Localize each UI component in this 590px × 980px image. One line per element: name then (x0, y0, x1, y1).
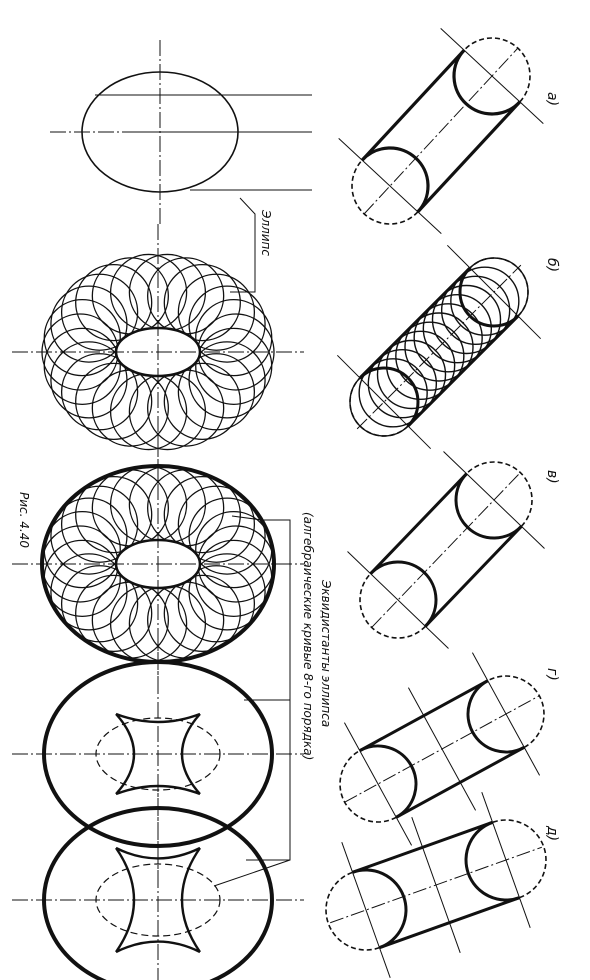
center-line (440, 28, 544, 124)
cylinder-axis (371, 472, 521, 628)
swept-circle (147, 469, 225, 547)
swept-circle (163, 362, 241, 441)
cylinder-end (466, 679, 525, 754)
swept-circle (75, 263, 153, 342)
cylinder-axis (356, 264, 522, 430)
swept-sphere (376, 339, 447, 410)
center-line (343, 722, 413, 846)
cylinder-end-hidden (325, 871, 380, 951)
cylinder (325, 792, 547, 978)
swept-circle (75, 362, 153, 441)
swept-circle (60, 353, 139, 431)
center-line (446, 244, 542, 340)
swept-circle (195, 510, 273, 589)
swept-circle (177, 485, 256, 563)
cylinder (338, 28, 544, 234)
swept-sphere (367, 348, 438, 419)
swept-sphere (431, 284, 502, 355)
cylinder-end (464, 820, 520, 902)
equidistant-leader (231, 515, 263, 521)
equidistant-label-line2: (алгебраические кривые 8-го порядка) (301, 512, 315, 760)
panel-label-v: в) (544, 470, 560, 484)
swept-sphere (422, 293, 493, 364)
cylinder-end-hidden (351, 159, 419, 225)
swept-circle (163, 475, 241, 554)
swept-torus-b (12, 224, 304, 480)
panel-label-b: б) (544, 258, 560, 272)
swept-circle (147, 369, 225, 447)
outlined-torus-g (12, 630, 304, 878)
center-line (481, 792, 531, 928)
panel-label-a: а) (544, 92, 560, 106)
equidistant-leader (246, 519, 291, 861)
swept-circle (75, 475, 153, 554)
cylinder-end-hidden (359, 573, 426, 639)
ellipse-label: Эллипс (259, 209, 273, 256)
swept-circle (43, 510, 121, 589)
swept-circle (188, 285, 266, 363)
swept-circle (91, 469, 169, 547)
cylinder-side (416, 100, 522, 213)
cylinder-row (325, 28, 547, 978)
cylinder-end (352, 868, 408, 950)
cylinder-end-hidden (463, 37, 531, 103)
swept-sphere (349, 367, 419, 437)
swept-circle (50, 341, 128, 419)
equidistant-leader (213, 859, 291, 887)
cylinder-side (424, 525, 523, 628)
cylinder-end (359, 744, 418, 819)
figure-caption: Рис. 4.40 (17, 492, 31, 548)
ellipse-leader (230, 197, 256, 293)
swept-torus-v (12, 436, 304, 692)
center-line (336, 354, 432, 450)
swept-circle (195, 327, 273, 406)
swept-circle (60, 565, 139, 643)
cylinder (336, 244, 542, 450)
center-line (341, 842, 391, 978)
cylinder-side (360, 49, 466, 162)
cylinder (347, 451, 545, 649)
swept-circle (147, 581, 225, 659)
swept-circle (188, 497, 266, 575)
cylinder-end (454, 472, 523, 540)
swept-circle (91, 257, 169, 335)
swept-sphere (395, 321, 465, 391)
swept-circle (50, 553, 128, 631)
swept-sphere (413, 303, 483, 373)
swept-sphere (440, 275, 511, 346)
swept-sphere (385, 330, 456, 401)
leader-lines (95, 94, 312, 887)
swept-sphere (450, 266, 520, 336)
equidistant-label-line1: Эквидистанты эллипса (319, 579, 333, 727)
swept-circle (163, 574, 241, 653)
cylinder-end-hidden (492, 819, 547, 899)
center-line (471, 652, 541, 776)
swept-sphere (358, 358, 428, 428)
cylinder-end-hidden (466, 461, 533, 527)
swept-circle (75, 574, 153, 653)
center-line (443, 451, 545, 549)
outlined-torus-d (12, 776, 304, 980)
cylinder-end-hidden (487, 675, 545, 749)
center-line (407, 687, 477, 811)
swept-sphere (404, 312, 474, 382)
swept-circle (177, 273, 256, 351)
cylinder-side (369, 472, 468, 575)
center-line (338, 138, 442, 234)
swept-circle (147, 257, 225, 335)
swept-circle (43, 298, 121, 377)
center-line (347, 551, 449, 649)
panel-label-d: д) (544, 825, 560, 841)
center-line (411, 817, 461, 953)
swept-circle (195, 298, 273, 377)
cylinder (339, 652, 545, 846)
swept-sphere (459, 257, 529, 327)
torus-row (12, 40, 304, 980)
panel-label-g: г) (544, 668, 560, 681)
swept-circle (163, 263, 241, 342)
cylinder-end-hidden (339, 749, 397, 823)
